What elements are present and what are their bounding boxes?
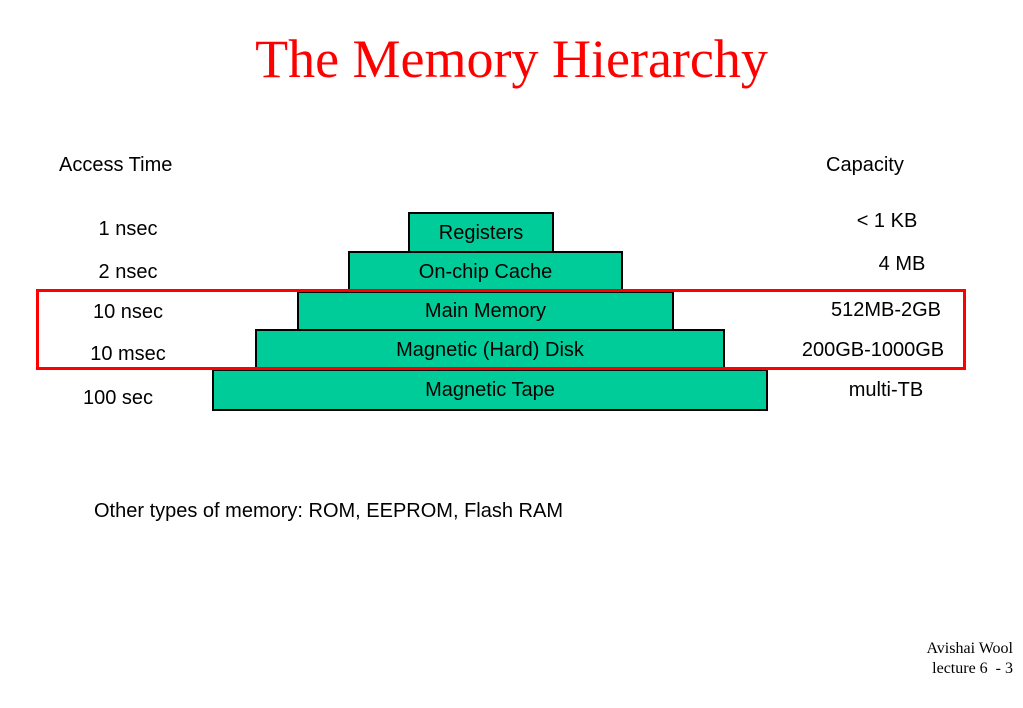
capacity-cache: 4 MB: [878, 253, 926, 275]
access-time-cache: 2 nsec: [98, 261, 158, 283]
access-time-disk: 10 msec: [90, 343, 166, 365]
tier-magnetic-tape: Magnetic Tape: [212, 369, 768, 411]
capacity-tape: multi-TB: [848, 379, 924, 401]
highlight-box: [36, 289, 966, 370]
capacity-main-memory: 512MB-2GB: [830, 299, 942, 321]
capacity-disk: 200GB-1000GB: [801, 339, 945, 361]
credit-lecture: lecture 6 - 3: [932, 660, 1013, 677]
access-time-main-memory: 10 nsec: [92, 301, 164, 323]
tier-main-memory: Main Memory: [297, 291, 674, 331]
footnote: Other types of memory: ROM, EEPROM, Flas…: [94, 500, 563, 522]
credit-author: Avishai Wool: [926, 640, 1013, 657]
slide-title: The Memory Hierarchy: [255, 29, 768, 89]
tier-registers: Registers: [408, 212, 554, 254]
access-time-header: Access Time: [59, 154, 173, 176]
access-time-tape: 100 sec: [82, 387, 154, 409]
tier-on-chip-cache: On-chip Cache: [348, 251, 623, 293]
capacity-registers: < 1 KB: [856, 210, 918, 232]
capacity-header: Capacity: [826, 154, 904, 176]
slide-credit: Avishai Wool lecture 6 - 3: [926, 639, 1013, 679]
access-time-registers: 1 nsec: [98, 218, 158, 240]
